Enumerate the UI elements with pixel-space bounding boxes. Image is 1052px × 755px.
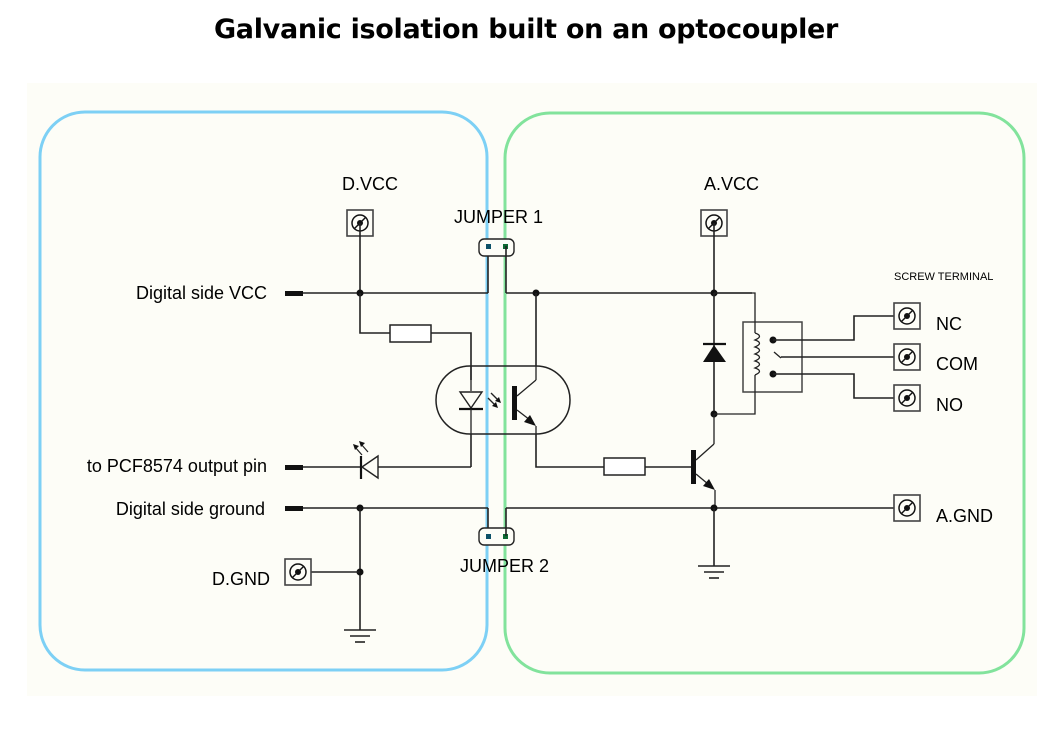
digital-zone-border <box>38 110 489 672</box>
jumper1-icon[interactable] <box>478 238 515 257</box>
flyback-diode-icon <box>703 342 726 362</box>
input-pin-digital-vcc[interactable] <box>285 291 303 296</box>
nc-label: NC <box>936 314 962 334</box>
jumper2-icon[interactable] <box>478 527 515 546</box>
opto-led-icon <box>458 366 501 434</box>
com-terminal-icon[interactable] <box>893 343 921 371</box>
diagram-title: Galvanic isolation built on an optocoupl… <box>213 14 839 45</box>
input-label-pcf8574: to PCF8574 output pin <box>87 456 267 476</box>
optocoupler <box>435 365 571 435</box>
no-label: NO <box>936 395 963 415</box>
jumper1-label: JUMPER 1 <box>454 207 543 227</box>
dvcc-label: D.VCC <box>342 174 398 194</box>
base-resistor <box>603 457 646 476</box>
input-pin-pcf8574[interactable] <box>285 465 303 470</box>
nc-terminal-icon[interactable] <box>893 302 921 330</box>
opto-phototransistor-icon <box>512 366 537 434</box>
com-label: COM <box>936 354 978 374</box>
input-label-digital-ground: Digital side ground <box>116 499 265 519</box>
no-terminal-icon[interactable] <box>893 384 921 412</box>
diagram-background <box>27 83 1037 696</box>
jumper2-label: JUMPER 2 <box>460 556 549 576</box>
agnd-terminal-icon[interactable] <box>893 494 921 522</box>
input-pin-digital-ground[interactable] <box>285 506 303 511</box>
analog-zone-border <box>503 111 1026 675</box>
dgnd-terminal-icon[interactable] <box>284 558 312 586</box>
dgnd-label: D.GND <box>212 569 270 589</box>
agnd-label: A.GND <box>936 506 993 526</box>
avcc-label: A.VCC <box>704 174 759 194</box>
input-label-digital-vcc: Digital side VCC <box>136 283 267 303</box>
led-resistor <box>389 324 432 343</box>
screw-terminal-title: SCREW TERMINAL <box>894 271 993 283</box>
